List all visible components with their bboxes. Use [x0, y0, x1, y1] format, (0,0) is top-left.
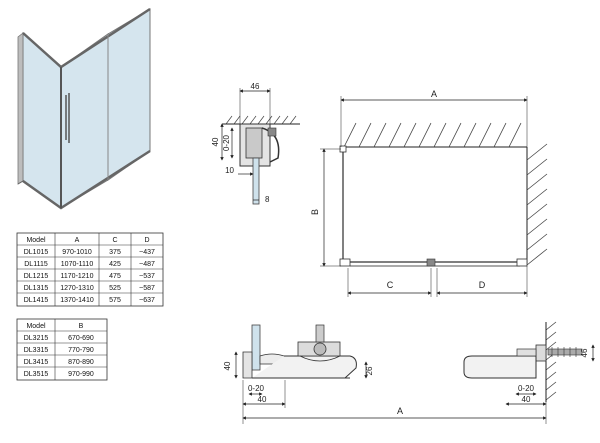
dim-10: 10	[225, 166, 234, 175]
table1-cell: 1370-1410	[60, 297, 94, 304]
wall-profile	[17, 32, 24, 185]
wall-profile-detail: 46 40 0-20 10 8	[211, 82, 300, 205]
table1-header-model: Model	[26, 237, 46, 244]
table1-header-a: A	[75, 237, 80, 244]
left-glass	[251, 324, 261, 371]
table2-cell: 770-790	[68, 347, 94, 354]
table1-cell: 575	[109, 297, 121, 304]
table1-header-c: C	[112, 237, 117, 244]
screw-icon	[267, 127, 277, 137]
table1-cell: DL1215	[24, 273, 49, 280]
dim-d: D	[479, 280, 486, 290]
table1-cell: DL1415	[24, 297, 49, 304]
dim-a-lower: A	[397, 406, 403, 416]
table1-cell: DL1015	[24, 249, 49, 256]
table1-cell: 1170-1210	[61, 273, 94, 280]
lower-profile-section: 40 0-20 40 26 46 0-20 40	[223, 321, 595, 424]
dimensions-table-1: Model A C D DL1015 970-1010 375 ~437 DL1…	[16, 232, 164, 307]
table1-cell: 475	[109, 273, 121, 280]
table2-cell: DL3215	[24, 335, 49, 342]
dim-40-profile-left: 40	[223, 361, 232, 370]
dim-0-20-profile-right: 0-20	[518, 384, 535, 393]
dim-b-side: B	[310, 209, 320, 215]
dim-46-top: 46	[251, 82, 260, 91]
table1-cell: 375	[109, 249, 121, 256]
table2-cell: DL3315	[24, 347, 49, 354]
dim-40-left: 40	[211, 137, 220, 146]
side-glass-panel	[22, 31, 62, 209]
table2-cell: 670-690	[68, 335, 94, 342]
dim-46-profile-right: 46	[580, 348, 589, 357]
table1-cell: 1070-1110	[61, 261, 94, 268]
table2-header-b: B	[79, 323, 84, 330]
dim-40-profile-right: 40	[522, 395, 531, 404]
table1-cell: ~437	[139, 249, 155, 256]
dim-0-20-profile-left: 0-20	[248, 384, 265, 393]
table1-cell: ~587	[139, 285, 155, 292]
table1-cell: 970-1010	[62, 249, 92, 256]
table1-cell: 1270-1310	[60, 285, 94, 292]
plan-view: A B C D	[310, 89, 548, 297]
table1-cell: 425	[109, 261, 121, 268]
table2-cell: DL3415	[24, 359, 49, 366]
dim-26: 26	[365, 366, 374, 375]
table2-cell: DL3515	[24, 371, 49, 378]
dim-c: C	[387, 280, 394, 290]
handle-icon	[426, 258, 436, 267]
table1-cell: ~487	[139, 261, 155, 268]
dim-40-profile-bottom: 40	[258, 395, 267, 404]
glass-section	[252, 157, 260, 205]
table2-header-model: Model	[26, 323, 46, 330]
table1-cell: 525	[109, 285, 121, 292]
dim-a-top: A	[431, 89, 437, 99]
table1-cell: DL1315	[24, 285, 49, 292]
dimensions-table-2: Model B DL3215 670-690 DL3315 770-790 DL…	[16, 318, 108, 381]
table1-cell: DL1115	[24, 261, 48, 268]
table1-header-d: D	[144, 237, 149, 244]
table2-cell: 970-990	[68, 371, 94, 378]
table1-cell: ~537	[139, 273, 155, 280]
dim-8: 8	[265, 195, 270, 204]
dim-0-20: 0-20	[222, 134, 231, 151]
wall-anchor-icon	[547, 348, 583, 356]
enclosure-perspective	[17, 7, 151, 210]
table2-cell: 870-890	[68, 359, 94, 366]
table1-cell: ~637	[139, 297, 155, 304]
